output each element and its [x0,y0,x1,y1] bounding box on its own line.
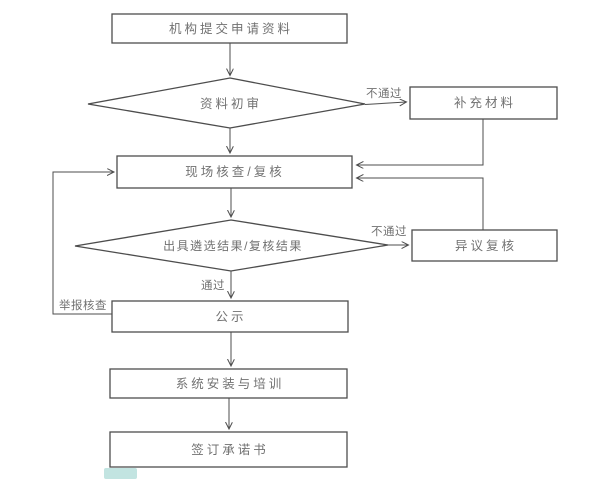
node-initial-review-diamond [87,77,366,129]
edge-objection-review-to-onsite-review [357,178,484,230]
edge-label-fail-to-objection: 不通过 [371,225,407,238]
node-install-training-box [109,368,348,399]
edge-label-pass-to-publicity: 通过 [201,279,225,292]
edge-labels: 不通过 不通过 通过 举报核查 [59,87,407,312]
node-objection-review-label: 异议复核 [455,239,517,253]
edge-label-report-check: 举报核查 [59,298,107,312]
node-onsite-review-box [116,155,353,189]
edge-label-fail-to-supplement: 不通过 [366,87,402,100]
watermark-mark [104,468,137,479]
node-sign-commitment-box [109,431,348,468]
node-objection-review-box [411,229,558,262]
node-sign-commitment-label: 签订承诺书 [191,442,269,457]
node-install-training-label: 系统安装与培训 [176,376,285,391]
edge-initial-review-to-supplement [364,102,406,105]
node-initial-review-label: 资料初审 [200,96,262,111]
node-supplement-box [409,86,558,120]
node-onsite-review-label: 现场核查/复核 [185,165,284,179]
node-supplement-label: 补充材料 [454,95,516,110]
node-publicity-box [111,300,349,333]
node-publicity-label: 公示 [215,310,246,324]
nodes: 机构提交申请资料 资料初审 补充材料 现场核查/复核 出具遴选结果/复核结果 异… [74,13,558,468]
node-issue-result-diamond [74,219,389,272]
connectors [52,43,484,429]
edge-supplement-to-onsite-review [357,119,484,165]
node-issue-result-label: 出具遴选结果/复核结果 [163,239,303,253]
node-submit-label: 机构提交申请资料 [169,21,293,36]
node-submit-box [111,13,348,44]
edge-publicity-report-loop-to-onsite-review [52,172,114,315]
